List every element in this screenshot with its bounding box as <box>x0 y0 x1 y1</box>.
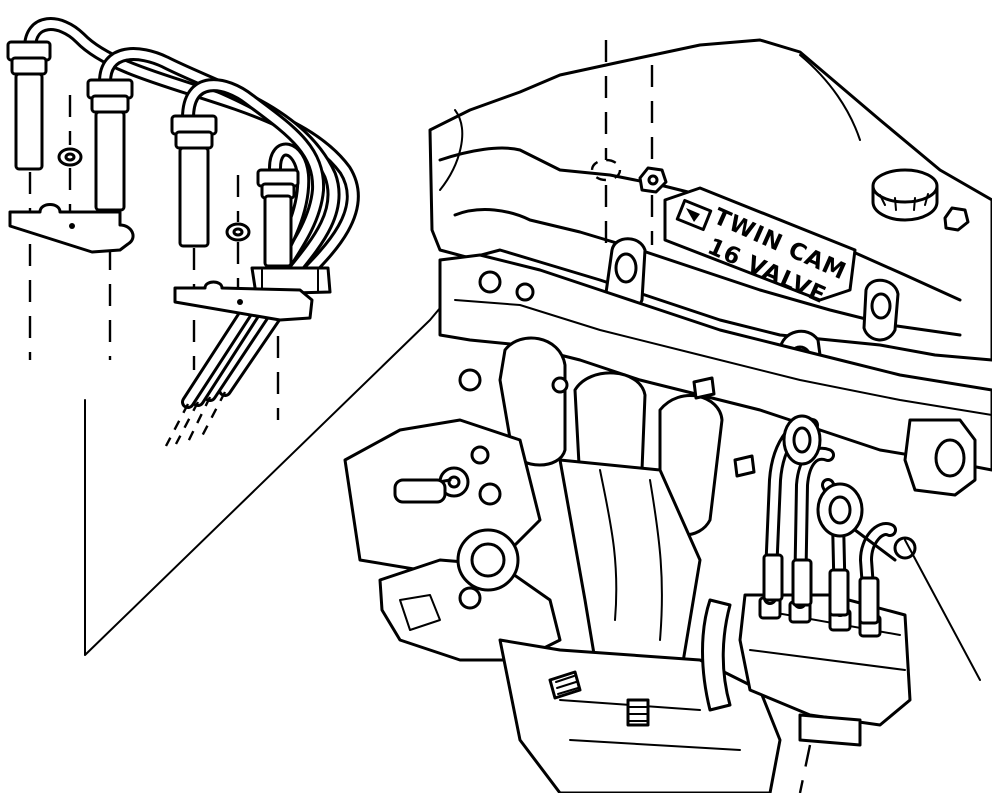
hidden-bolt-hole <box>590 158 622 182</box>
housing-bolt <box>458 270 569 465</box>
spark-plug-boot-2 <box>86 78 134 360</box>
sensor-housing-right <box>903 418 977 497</box>
engine-assembly: TWIN CAM 16 VALVE <box>343 38 992 793</box>
hidden-line-lower <box>798 744 812 793</box>
spark-plug-boot-1 <box>6 40 52 360</box>
wire-bracket-1 <box>8 203 135 254</box>
ground-ring-terminal <box>816 482 917 562</box>
lift-bracket-3 <box>862 278 900 342</box>
ignition-coil-pack <box>738 593 912 747</box>
wire-ring-terminal <box>782 414 822 466</box>
leader-line-right <box>904 539 981 681</box>
wire-bracket-2 <box>173 280 314 322</box>
spark-plug-wire-bundle <box>23 17 360 447</box>
retaining-nut-2 <box>225 175 251 300</box>
manifold-stud-1 <box>548 670 582 700</box>
detail-view <box>6 17 653 656</box>
hose <box>701 598 732 712</box>
cover-bolt-1 <box>638 166 668 194</box>
cover-bolt-2 <box>943 206 970 232</box>
manifold-stud-2 <box>626 698 650 727</box>
retaining-nut-1 <box>57 95 83 220</box>
manifold-stud-3 <box>692 376 716 400</box>
oil-filler-cap <box>871 168 939 222</box>
spark-plug-boot-3 <box>170 114 218 370</box>
manifold-stud-4 <box>733 454 756 478</box>
